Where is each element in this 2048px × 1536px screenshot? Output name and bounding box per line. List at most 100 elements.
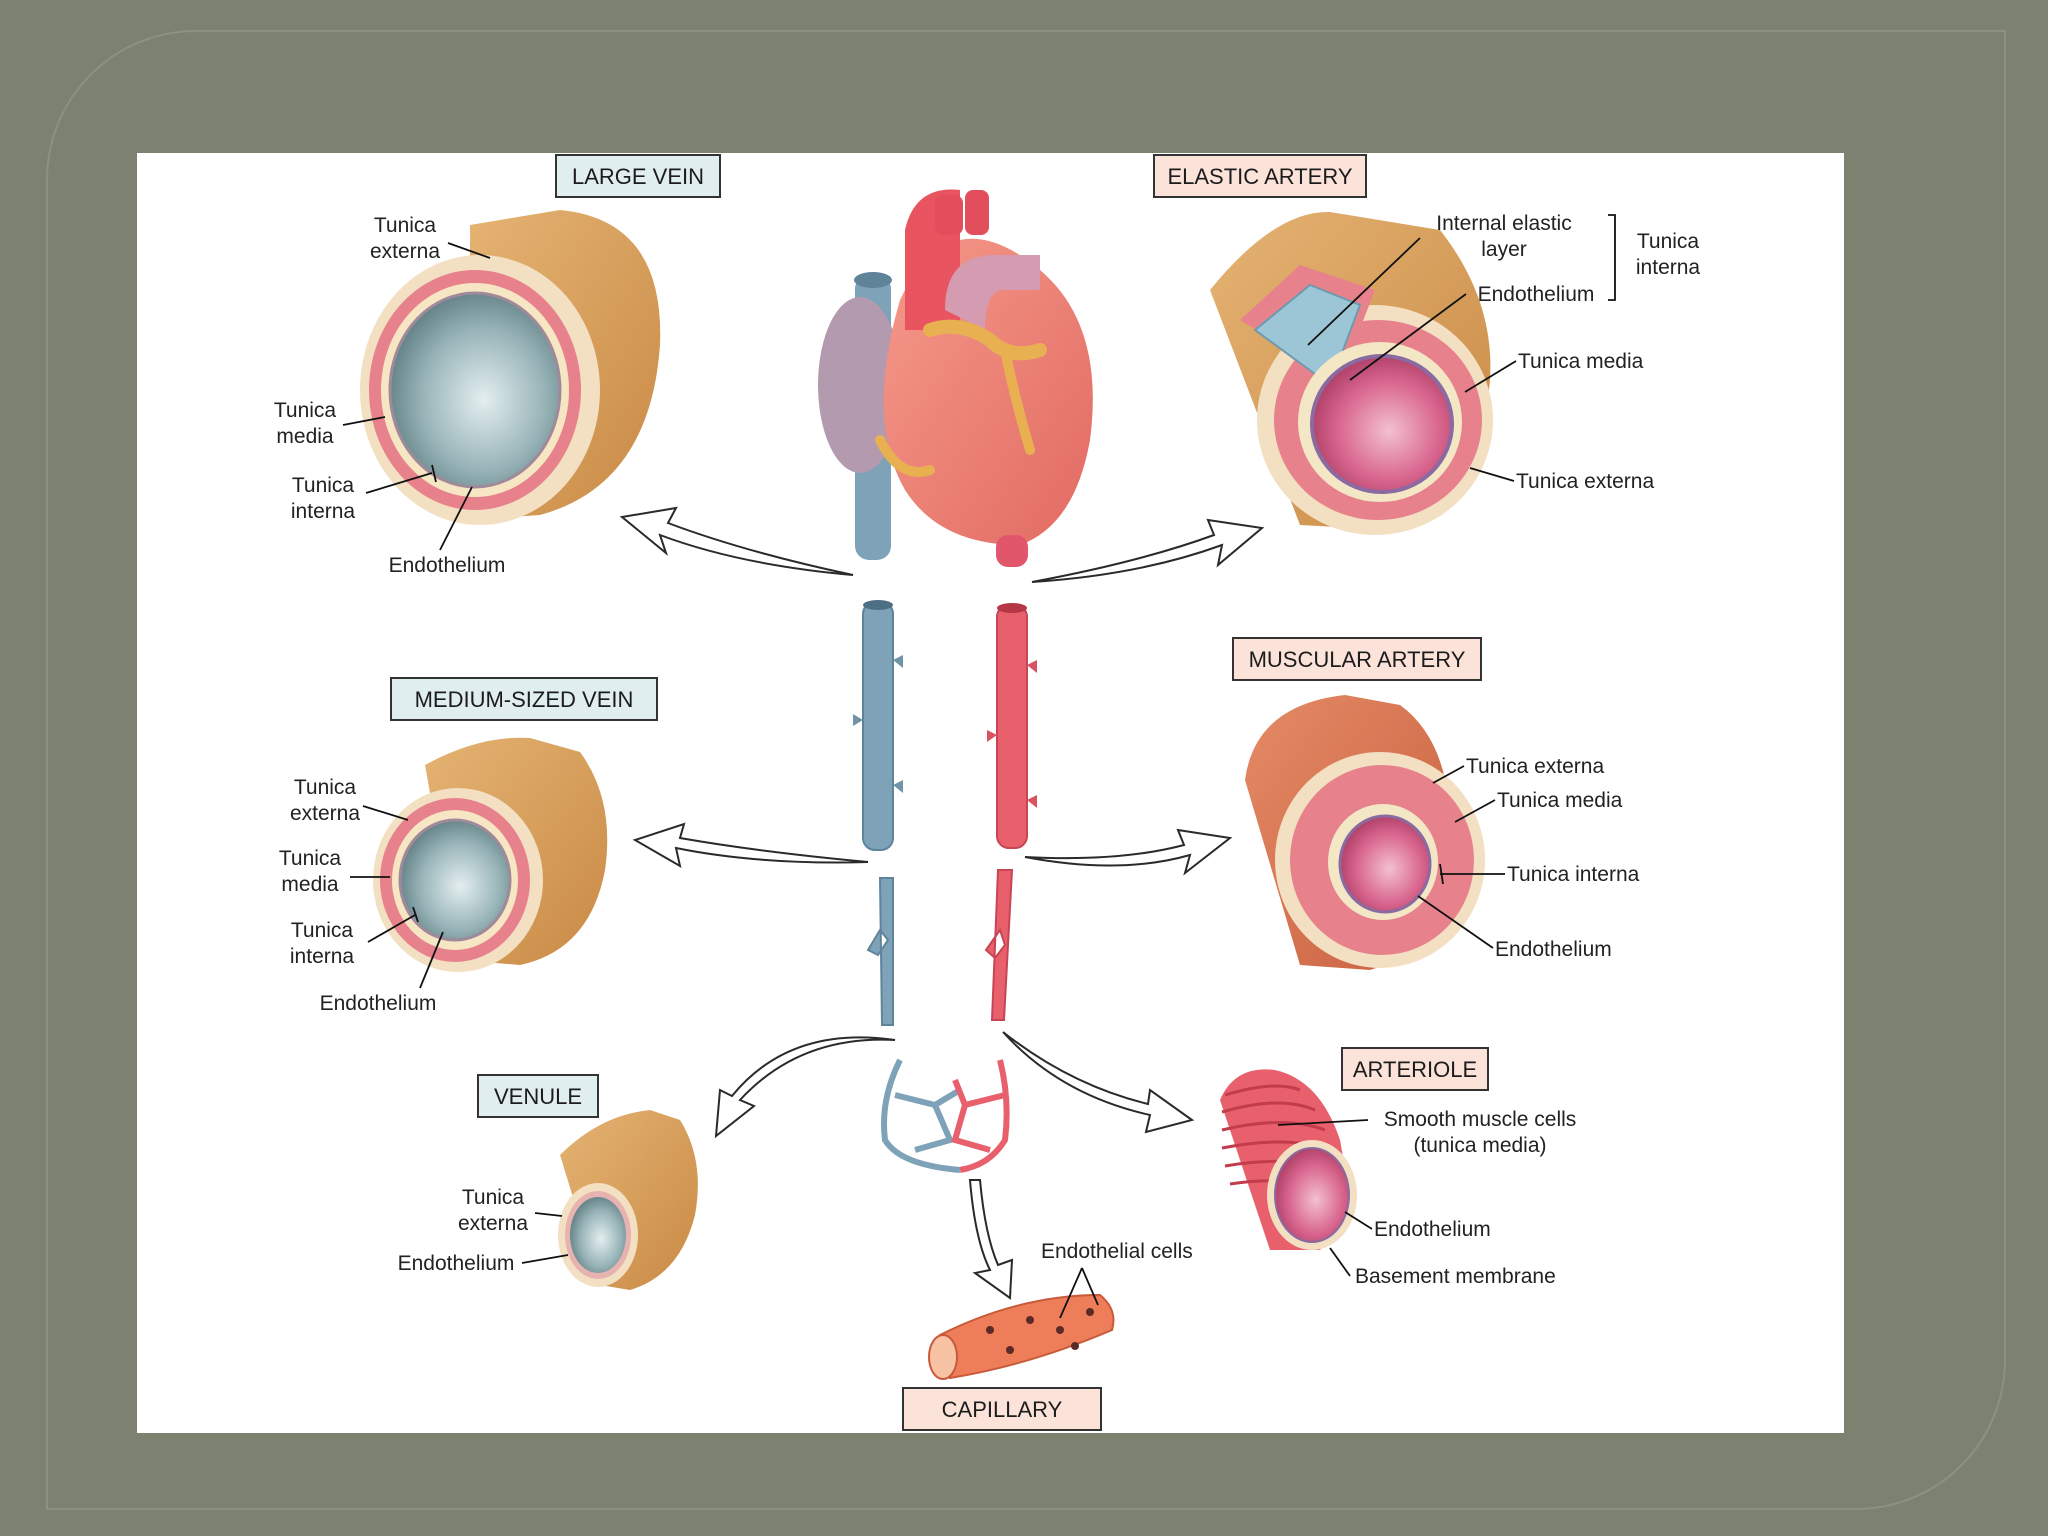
svg-text:externa: externa	[290, 802, 360, 825]
arrow-to-arteriole	[1002, 1031, 1195, 1134]
svg-text:externa: externa	[370, 240, 440, 263]
venule-externa-l1: Tunica	[462, 1186, 525, 1209]
title-elastic-artery: ELASTIC ARTERY	[1153, 154, 1367, 198]
elastic-artery-media-label: Tunica media	[1518, 350, 1644, 373]
medium-vein-lumen	[398, 818, 512, 942]
medium-vein-illustration	[373, 737, 608, 972]
title-capillary: CAPILLARY	[902, 1387, 1102, 1431]
arrow-to-elastic-artery	[1031, 518, 1265, 583]
elastic-interna-l1: Tunica	[1637, 230, 1700, 253]
title-arteriole: ARTERIOLE	[1341, 1047, 1489, 1091]
svg-text:Internal elastic: Internal elastic	[1436, 212, 1571, 235]
arteriole-lumen	[1274, 1147, 1350, 1243]
arrow-to-medium-vein	[632, 822, 869, 869]
vein-segment	[862, 601, 894, 851]
medium-media-l1: Tunica	[279, 847, 342, 870]
elastic-artery-lumen	[1310, 354, 1454, 494]
large-vein-interna-l1: Tunica	[292, 474, 355, 497]
capillary-cells-label: Endothelial cells	[1041, 1240, 1193, 1263]
capillary-illustration	[928, 1293, 1115, 1380]
arrow-to-muscular-artery	[1024, 828, 1233, 876]
svg-text:ARTERIOLE: ARTERIOLE	[1353, 1057, 1477, 1082]
muscular-externa-label: Tunica externa	[1466, 755, 1604, 778]
large-vein-interna-l2: interna	[291, 500, 356, 523]
svg-text:(tunica media): (tunica media)	[1413, 1134, 1546, 1157]
large-vein-media-l1: Tunica	[274, 399, 337, 422]
svg-text:externa: externa	[458, 1212, 528, 1235]
svg-text:Tunica: Tunica	[294, 776, 357, 799]
arteriole-basement-label: Basement membrane	[1355, 1265, 1556, 1288]
svg-text:MUSCULAR ARTERY: MUSCULAR ARTERY	[1249, 647, 1466, 672]
arteriole-illustration	[1220, 1069, 1357, 1250]
svg-text:Tunica: Tunica	[291, 919, 354, 942]
medium-interna-l2: interna	[290, 945, 355, 968]
svg-text:Tunica: Tunica	[292, 474, 355, 497]
medium-interna-l1: Tunica	[291, 919, 354, 942]
capillary-labels: Endothelial cells	[1041, 1240, 1193, 1319]
muscular-artery-lumen	[1338, 814, 1432, 914]
svg-text:media: media	[281, 873, 339, 896]
large-vein-externa-l2: externa	[370, 240, 440, 263]
svg-text:VENULE: VENULE	[494, 1084, 582, 1109]
muscular-interna-label: Tunica interna	[1507, 863, 1640, 886]
svg-text:LARGE VEIN: LARGE VEIN	[572, 164, 704, 189]
elastic-layer-l2: layer	[1481, 238, 1527, 261]
svg-text:Tunica: Tunica	[1637, 230, 1700, 253]
svg-text:CAPILLARY: CAPILLARY	[942, 1397, 1063, 1422]
svg-text:Tunica: Tunica	[274, 399, 337, 422]
medium-externa-l2: externa	[290, 802, 360, 825]
muscular-endothelium-label: Endothelium	[1495, 938, 1612, 961]
medium-media-l2: media	[281, 873, 339, 896]
elastic-artery-labels: Internal elastic layer Endothelium Tunic…	[1307, 212, 1701, 493]
heart-illustration	[818, 189, 1093, 567]
venule-externa-l2: externa	[458, 1212, 528, 1235]
medium-vein-labels: Tunica externa Tunica media Tunica inter…	[279, 776, 444, 1015]
large-vein-illustration	[360, 210, 661, 525]
large-vein-media-l2: media	[276, 425, 334, 448]
capillary-bed	[881, 1058, 1010, 1173]
svg-text:layer: layer	[1481, 238, 1527, 261]
artery-segment	[996, 604, 1028, 849]
arteriole-muscle-l2: (tunica media)	[1413, 1134, 1546, 1157]
large-vein-labels: Tunica externa Tunica media Tunica inter…	[274, 214, 506, 577]
svg-text:Tunica: Tunica	[462, 1186, 525, 1209]
arteriole-muscle-l1: Smooth muscle cells	[1384, 1108, 1577, 1131]
central-vessels	[853, 600, 1037, 1173]
svg-text:Smooth muscle cells: Smooth muscle cells	[1384, 1108, 1577, 1131]
title-muscular-artery: MUSCULAR ARTERY	[1232, 637, 1482, 681]
arteriole-labels: Smooth muscle cells (tunica media) Endot…	[1277, 1108, 1577, 1288]
flow-arrows	[619, 506, 1265, 1300]
elastic-layer-l1: Internal elastic	[1436, 212, 1571, 235]
arrow-to-capillary	[968, 1179, 1014, 1300]
large-vein-lumen	[388, 291, 562, 489]
medium-endothelium-label: Endothelium	[320, 992, 437, 1015]
svg-text:media: media	[276, 425, 334, 448]
venule-lumen	[570, 1197, 626, 1273]
elastic-artery-externa-label: Tunica externa	[1516, 470, 1654, 493]
arteriole-endothelium-label: Endothelium	[1374, 1218, 1491, 1241]
large-vein-endothelium-label: Endothelium	[389, 554, 506, 577]
svg-text:interna: interna	[290, 945, 355, 968]
arrow-to-venule	[714, 1036, 896, 1139]
elastic-artery-endothelium-label: Endothelium	[1478, 283, 1595, 306]
title-large-vein: LARGE VEIN	[555, 154, 721, 198]
svg-text:Tunica: Tunica	[374, 214, 437, 237]
large-vein-externa-l1: Tunica	[374, 214, 437, 237]
muscular-media-label: Tunica media	[1497, 789, 1623, 812]
small-artery	[984, 869, 1014, 1021]
elastic-artery-illustration	[1210, 211, 1493, 535]
small-vein	[866, 877, 894, 1026]
muscular-artery-labels: Tunica externa Tunica media Tunica inter…	[1417, 755, 1640, 961]
svg-text:interna: interna	[291, 500, 356, 523]
title-venule: VENULE	[477, 1074, 599, 1118]
elastic-interna-l2: interna	[1636, 256, 1701, 279]
svg-text:Tunica: Tunica	[279, 847, 342, 870]
svg-text:ELASTIC ARTERY: ELASTIC ARTERY	[1167, 164, 1352, 189]
title-medium-vein: MEDIUM-SIZED VEIN	[390, 677, 658, 721]
svg-text:interna: interna	[1636, 256, 1701, 279]
svg-text:MEDIUM-SIZED VEIN: MEDIUM-SIZED VEIN	[415, 687, 634, 712]
venule-endothelium-label: Endothelium	[398, 1252, 515, 1275]
venule-illustration	[558, 1110, 698, 1290]
